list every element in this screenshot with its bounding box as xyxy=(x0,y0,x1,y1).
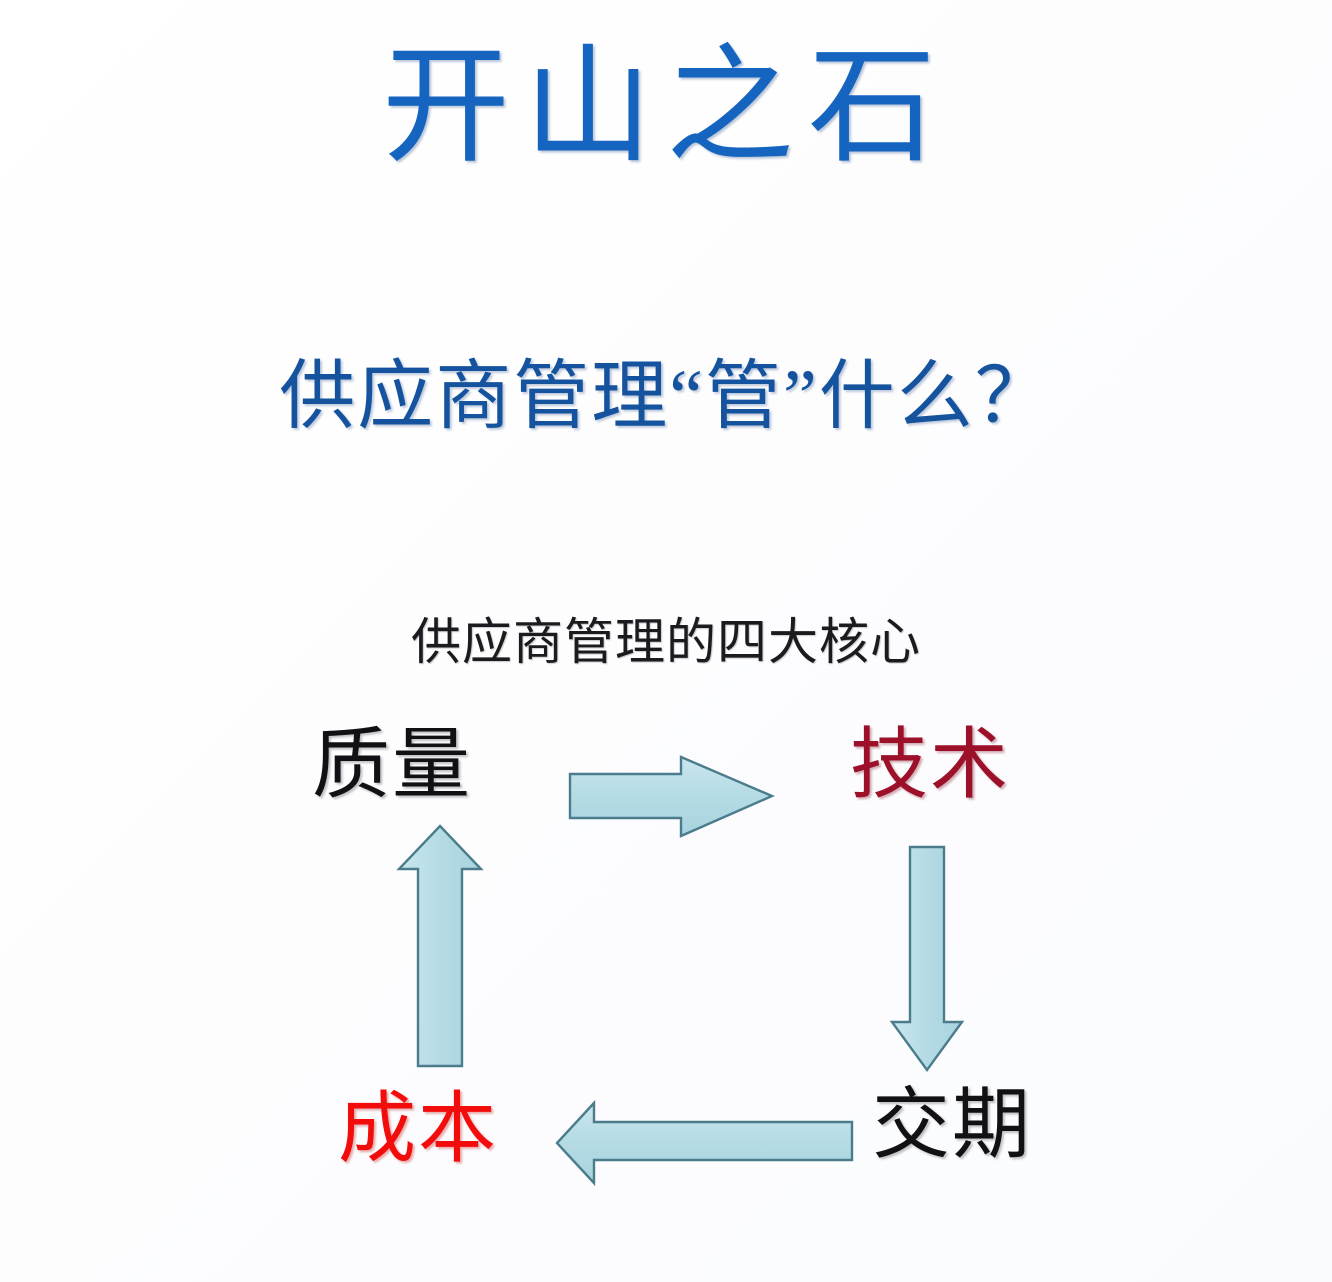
arrow-up-cost-to-quality xyxy=(396,824,484,1068)
page-title: 开山之石 xyxy=(381,36,950,178)
node-delivery: 交期 xyxy=(872,1081,1033,1168)
node-tech: 技术 xyxy=(850,721,1011,808)
arrow-right-quality-to-tech xyxy=(568,755,776,838)
node-quality: 质量 xyxy=(312,721,473,808)
arrow-left-delivery-to-cost xyxy=(555,1099,854,1187)
slide-subtitle: 供应商管理“管”什么？ xyxy=(279,355,1053,439)
node-cost: 成本 xyxy=(338,1085,499,1172)
diagram-caption: 供应商管理的四大核心 xyxy=(411,614,921,670)
arrow-down-tech-to-delivery xyxy=(889,845,965,1073)
